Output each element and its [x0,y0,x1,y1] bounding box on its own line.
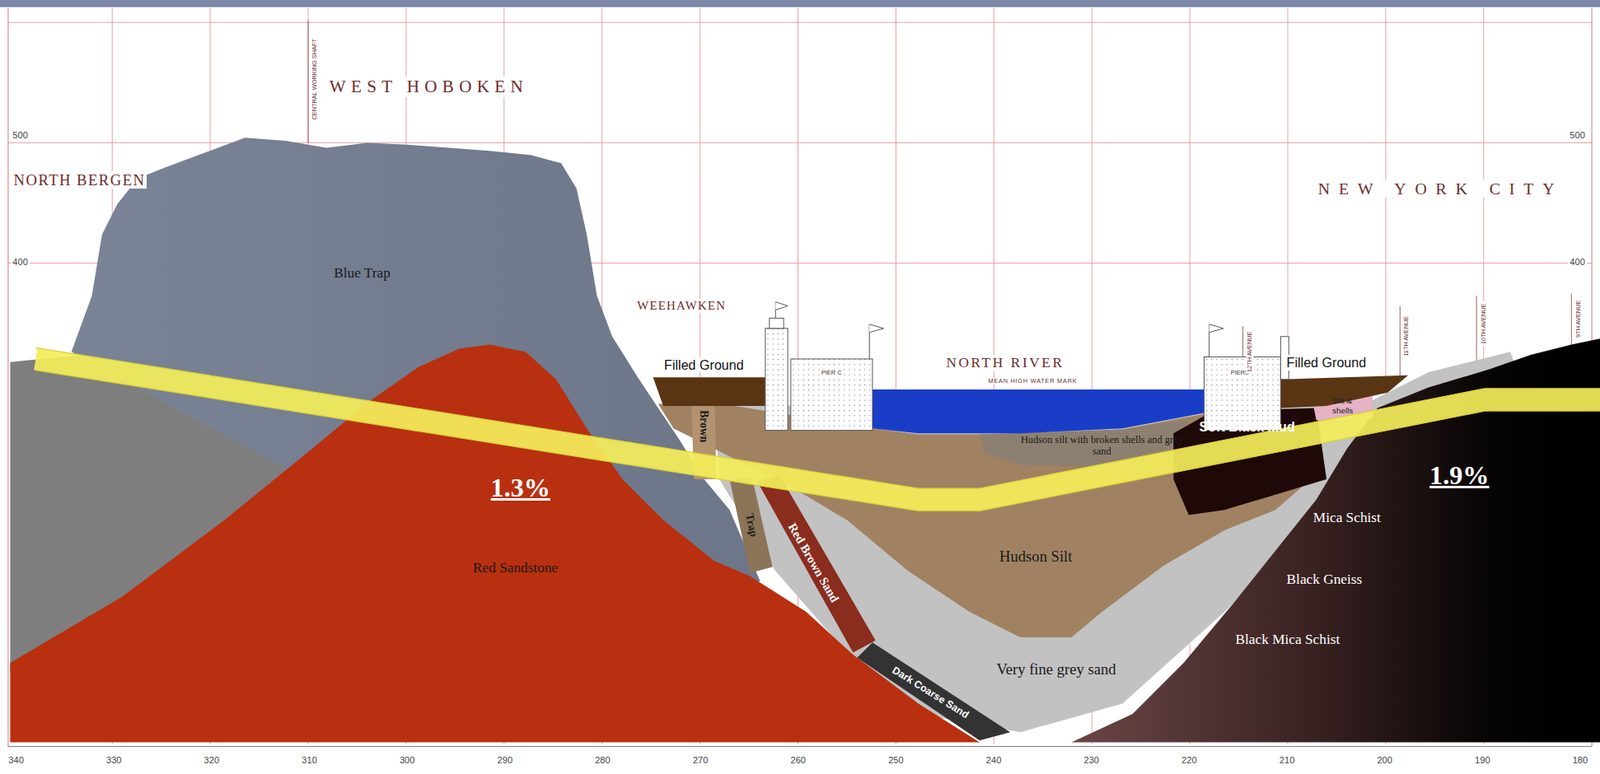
axis-number: 180 [1571,755,1591,767]
piers [765,302,1289,431]
axis-number: 250 [886,755,906,767]
axis-number: 260 [789,755,809,767]
sediment-label: Silt & shells [1326,396,1360,416]
datum-label: MEAN HIGH WATER MARK [986,378,1079,386]
sediment-label: Soft Black Mud [1199,419,1296,436]
river-water [872,389,1205,434]
axis-number: 340 [6,755,26,767]
axis-number: 330 [104,755,124,767]
grade-label: 1.9% [1429,460,1489,492]
stratum-label: Dark Coarse Sand [889,664,971,722]
axis-number: 290 [495,755,515,767]
street-label: 11TH AVENUE [1403,314,1412,359]
pier-label: PIER C [819,369,844,378]
rock-label: Blue Trap [333,265,391,282]
rock-label: Black Gneiss [1286,571,1363,589]
stratum-label: Brown [697,410,712,443]
red-brown-sand [757,475,876,653]
tunnel-band [35,359,1600,501]
place-name: NORTH BERGEN [12,171,148,189]
river-name: NORTH RIVER [944,355,1066,372]
axis-number: 300 [397,755,417,767]
stratum-label: Trap [742,512,760,539]
sediment-label: Very fine grey sand [996,660,1116,679]
axis-number: 400 [10,257,30,268]
street-label: 9TH AVENUE [1575,299,1583,340]
top-bar [0,0,1600,8]
axis-number: 500 [10,130,30,141]
street-label: 12TH AVENUE [1246,329,1254,375]
rock-label: Mica Schist [1313,509,1381,527]
place-name: WEEHAWKEN [635,299,728,314]
street-label: 10TH AVENUE [1479,302,1488,347]
tunnel-edge [35,347,1600,489]
axis-number: 400 [1567,257,1587,268]
axis-number: 280 [593,755,613,767]
axis-number: 500 [1567,130,1587,141]
grade-label: 1.3% [491,472,551,504]
axis-number: 240 [984,755,1004,767]
axis-number: 270 [691,755,711,767]
axis-number: 190 [1473,755,1493,767]
axis-number: 200 [1375,755,1395,767]
filled-ground [653,377,777,407]
stratum-label: Red Brown Sand [785,521,843,606]
axis-number: 220 [1179,755,1199,767]
dark-coarse-sand [856,642,1011,741]
place-name: WEST HOBOKEN [327,76,530,97]
sediment-label: Hudson Silt [999,547,1072,566]
fill-label: Filled Ground [1285,355,1369,371]
axis-number: 320 [202,755,222,767]
axis-number: 310 [299,755,319,767]
axis-number: 210 [1277,755,1297,767]
shaft-label: CENTRAL WORKING SHAFT [311,37,319,122]
rock-label: Black Mica Schist [1235,631,1341,649]
place-name: NEW YORK CITY [1316,179,1566,199]
axis-number: 230 [1082,755,1102,767]
sediment-label: Hudson silt with broken shells and grey … [1015,434,1189,459]
rock-label: Red Sandstone [472,560,558,577]
fill-label: Filled Ground [662,357,746,374]
